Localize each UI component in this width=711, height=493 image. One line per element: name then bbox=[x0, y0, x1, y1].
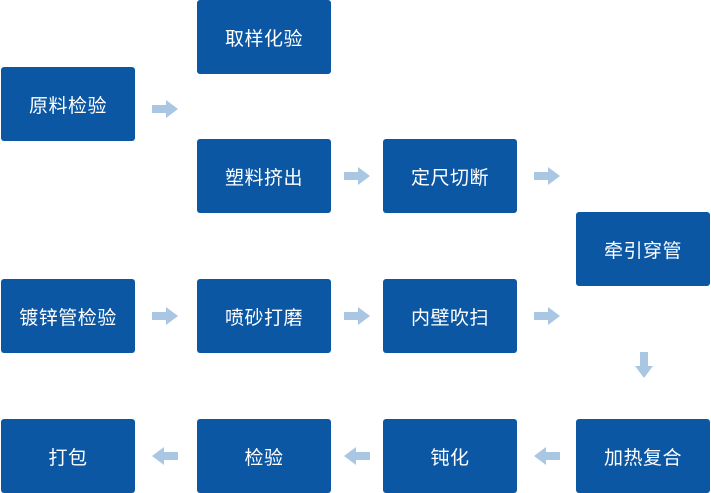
step-sandblasting: 喷砂打磨 bbox=[197, 279, 331, 353]
arrow-right-icon bbox=[534, 307, 560, 325]
step-label: 检验 bbox=[244, 446, 284, 469]
step-label: 钝化 bbox=[430, 446, 470, 469]
step-sampling-test: 取样化验 bbox=[197, 0, 331, 74]
step-label: 喷砂打磨 bbox=[224, 306, 303, 329]
step-label: 镀锌管检验 bbox=[19, 306, 117, 329]
step-inspection: 检验 bbox=[197, 419, 331, 493]
step-label: 原料检验 bbox=[28, 94, 107, 117]
arrow-right-icon bbox=[534, 167, 560, 185]
step-raw-material-inspection: 原料检验 bbox=[1, 67, 135, 141]
step-label: 塑料挤出 bbox=[224, 166, 303, 189]
step-label: 加热复合 bbox=[603, 446, 682, 469]
step-label: 打包 bbox=[48, 446, 88, 469]
step-label: 牵引穿管 bbox=[603, 239, 682, 262]
arrow-right-icon bbox=[344, 167, 370, 185]
arrow-right-icon bbox=[344, 307, 370, 325]
step-passivation: 钝化 bbox=[383, 419, 517, 493]
arrow-left-icon bbox=[534, 447, 560, 465]
step-label: 内壁吹扫 bbox=[410, 306, 489, 329]
arrow-down-icon bbox=[635, 352, 653, 378]
step-label: 定尺切断 bbox=[410, 166, 489, 189]
arrow-right-icon bbox=[152, 100, 178, 118]
arrow-left-icon bbox=[152, 447, 178, 465]
step-packing: 打包 bbox=[1, 419, 135, 493]
arrow-right-icon bbox=[152, 307, 178, 325]
step-plastic-extrusion: 塑料挤出 bbox=[197, 139, 331, 213]
step-pulling-threading: 牵引穿管 bbox=[576, 212, 710, 286]
step-cut-to-length: 定尺切断 bbox=[383, 139, 517, 213]
step-label: 取样化验 bbox=[224, 27, 303, 50]
step-galvanized-pipe-inspection: 镀锌管检验 bbox=[1, 279, 135, 353]
step-heat-compounding: 加热复合 bbox=[576, 419, 710, 493]
arrow-left-icon bbox=[344, 447, 370, 465]
step-inner-wall-blowing: 内壁吹扫 bbox=[383, 279, 517, 353]
